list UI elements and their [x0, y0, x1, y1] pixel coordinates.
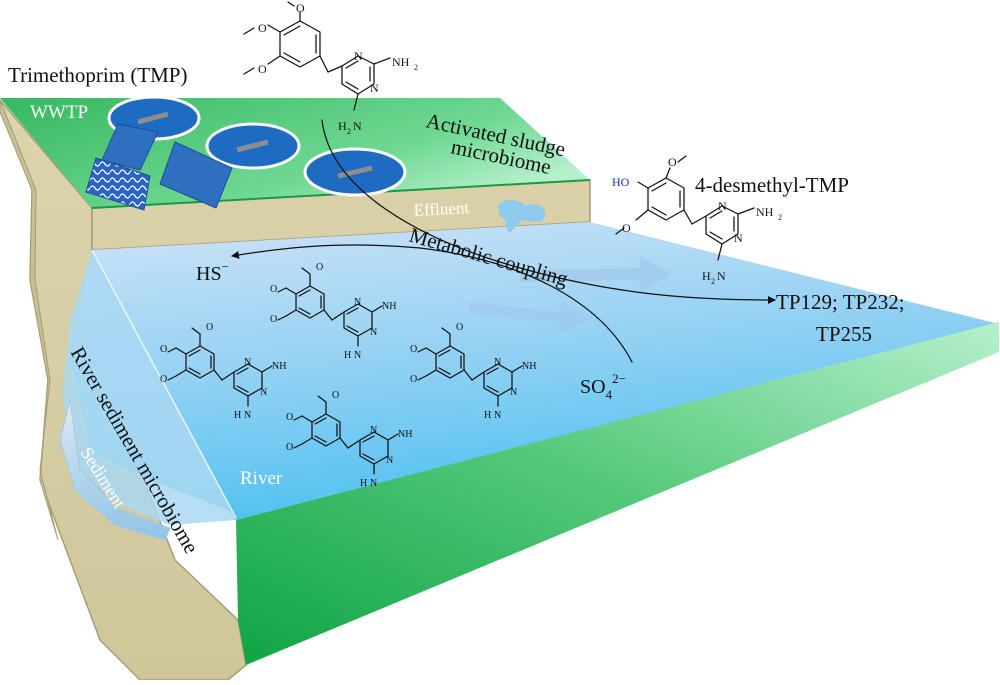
atom-o: O — [410, 344, 417, 355]
tmp-structure: O O O N N NH 2 H 2 N — [243, 1, 418, 136]
atom-nh2-sub: 2 — [778, 213, 782, 222]
soil-side — [0, 99, 59, 541]
atom-nh2: NH — [382, 301, 396, 312]
atom-n-1: N — [354, 49, 363, 63]
atom-h2n-sub: 2 — [711, 277, 715, 286]
atom-nh2: NH — [392, 55, 410, 69]
desmethyl-tmp-structure: HO O O N N NH 2 H 2 N — [612, 155, 782, 286]
atom-o: O — [206, 322, 213, 333]
clarifier-tank-2 — [205, 122, 301, 170]
atom-o-3: O — [296, 1, 305, 15]
atom-o: O — [270, 314, 277, 325]
tp-line1: TP129; TP232; — [776, 290, 905, 314]
atom-nh2: NH — [272, 361, 286, 372]
atom-o: O — [160, 374, 167, 385]
atom-o: O — [316, 262, 323, 273]
river-label: River — [240, 468, 283, 489]
atom-n: N — [354, 350, 361, 361]
so4-subscript: 4 — [606, 387, 613, 402]
tmp-molecule-river-3: O O O N N NH H N — [410, 322, 536, 421]
hs-charge: − — [222, 259, 229, 274]
hs-label: HS− — [196, 259, 229, 285]
atom-h2n: H — [344, 350, 351, 361]
effluent-label: Effluent — [413, 198, 470, 220]
tmp-molecule-river-2: O O O N N NH H N — [160, 322, 286, 421]
wwtp-label: WWTP — [30, 102, 88, 123]
atom-o: O — [456, 322, 463, 333]
atom-n: N — [244, 410, 251, 421]
atom-h2n: H — [338, 119, 347, 133]
river-water — [70, 222, 999, 520]
atom-n: N — [494, 357, 501, 368]
atom-n: N — [510, 387, 517, 398]
tmp-title: Trimethoprim (TMP) — [8, 63, 187, 87]
atom-o-2: O — [258, 62, 267, 76]
atom-h2n: H — [360, 478, 367, 489]
metabolic-coupling-arrow — [231, 244, 633, 363]
basin-panel-1 — [101, 123, 159, 171]
clarifier-tank-3 — [303, 147, 407, 197]
atom-o: O — [410, 374, 417, 385]
atom-h2n: H — [484, 410, 491, 421]
river-bank-grass — [236, 322, 999, 665]
atom-n-2: N — [734, 231, 743, 245]
effluent-outflow — [498, 199, 546, 233]
atom-n: N — [386, 455, 393, 466]
so4-charge: 2− — [612, 371, 626, 386]
atom-h2n: H — [702, 269, 711, 283]
atom-o: O — [160, 344, 167, 355]
flow-arrow-2 — [470, 300, 590, 334]
tmp-molecule-river-4: O O O N N NH H N — [286, 390, 412, 489]
atom-n-1: N — [718, 199, 727, 213]
atom-o: O — [286, 412, 293, 423]
atom-n: N — [370, 425, 377, 436]
atom-n: N — [244, 357, 251, 368]
atom-nh2: NH — [398, 429, 412, 440]
atom-nh2: NH — [522, 361, 536, 372]
tp-line2: TP255 — [816, 322, 872, 346]
atom-n: N — [370, 327, 377, 338]
atom-h2n-sub: 2 — [347, 127, 351, 136]
sediment-pocket — [59, 399, 171, 541]
atom-n-2: N — [370, 81, 379, 95]
atom-n: N — [260, 387, 267, 398]
tmp-molecule-river-1: O O O N N NH H N — [270, 262, 396, 361]
atom-o: O — [332, 390, 339, 401]
river-edge-line — [91, 249, 237, 519]
atom-o-1: O — [258, 21, 267, 35]
atom-o: O — [286, 442, 293, 453]
atom-nh2: NH — [756, 205, 774, 219]
so4-label: SO42− — [580, 371, 626, 402]
atom-h2n: H — [234, 410, 241, 421]
atom-h2n-n: N — [353, 119, 362, 133]
atom-n: N — [370, 478, 377, 489]
atom-o: O — [270, 284, 277, 295]
hs-text: HS — [196, 263, 222, 285]
atom-n: N — [494, 410, 501, 421]
river-front-face — [62, 250, 236, 525]
desmethyl-label: 4-desmethyl-TMP — [695, 173, 849, 197]
tmp-flow-arrow — [321, 119, 776, 304]
atom-o-top: O — [668, 155, 677, 169]
atom-nh2-sub: 2 — [414, 63, 418, 72]
mesh-panel — [85, 157, 151, 211]
flow-arrow-1 — [520, 256, 672, 292]
atom-ho: HO — [612, 175, 630, 189]
atom-o-bottom: O — [622, 221, 631, 235]
so4-text: SO — [580, 376, 606, 398]
atom-h2n-n: N — [717, 269, 726, 283]
basin-panel-2 — [159, 141, 233, 209]
atom-n: N — [354, 297, 361, 308]
